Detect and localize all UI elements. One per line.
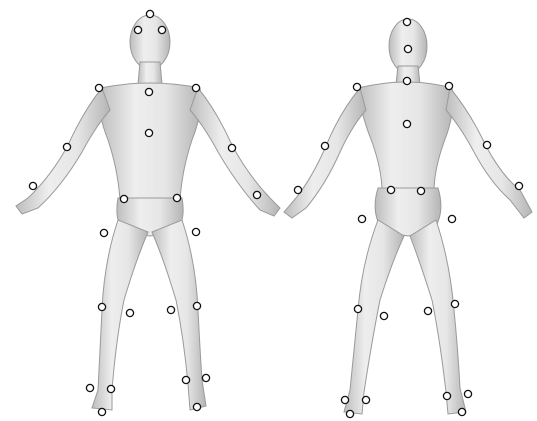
- marker: [403, 18, 410, 25]
- front-torso: [99, 83, 201, 200]
- marker: [451, 300, 458, 307]
- marker: [100, 229, 107, 236]
- marker: [354, 305, 361, 312]
- marker: [321, 142, 328, 149]
- front-left-arm: [16, 88, 110, 214]
- front-head: [130, 15, 170, 69]
- back-right-leg: [410, 220, 466, 414]
- marker: [145, 88, 152, 95]
- front-neck: [138, 62, 162, 84]
- marker: [134, 26, 141, 33]
- marker: [358, 215, 365, 222]
- marker: [417, 187, 424, 194]
- marker: [253, 191, 260, 198]
- marker: [145, 129, 152, 136]
- marker: [167, 306, 174, 313]
- marker: [443, 392, 450, 399]
- front-left-leg: [92, 220, 148, 410]
- marker: [294, 186, 301, 193]
- back-left-leg: [344, 220, 404, 414]
- marker: [63, 143, 70, 150]
- marker: [362, 396, 369, 403]
- marker: [192, 228, 199, 235]
- marker: [515, 182, 522, 189]
- back-right-arm: [446, 88, 532, 218]
- marker: [86, 384, 93, 391]
- marker: [126, 309, 133, 316]
- marker: [173, 194, 180, 201]
- marker: [202, 374, 209, 381]
- marker: [146, 10, 153, 17]
- marker: [483, 141, 490, 148]
- marker: [448, 215, 455, 222]
- marker: [403, 77, 410, 84]
- marker: [445, 82, 452, 89]
- marker: [192, 84, 199, 91]
- marker: [98, 408, 105, 415]
- marker: [193, 302, 200, 309]
- marker: [29, 182, 36, 189]
- marker: [387, 186, 394, 193]
- marker: [380, 312, 387, 319]
- back-torso: [358, 82, 453, 192]
- marker: [107, 385, 114, 392]
- marker: [404, 45, 411, 52]
- marker: [228, 144, 235, 151]
- front-right-leg: [152, 220, 206, 410]
- marker: [403, 120, 410, 127]
- marker: [193, 403, 200, 410]
- marker: [158, 26, 165, 33]
- marker: [120, 195, 127, 202]
- front-right-arm: [190, 88, 280, 216]
- marker: [346, 410, 353, 417]
- marker: [98, 303, 105, 310]
- back-left-arm: [284, 88, 366, 218]
- front-figure: [16, 15, 280, 410]
- marker: [458, 408, 465, 415]
- marker: [464, 390, 471, 397]
- marker: [341, 396, 348, 403]
- marker: [182, 376, 189, 383]
- marker: [353, 83, 360, 90]
- marker: [95, 84, 102, 91]
- marker: [424, 307, 431, 314]
